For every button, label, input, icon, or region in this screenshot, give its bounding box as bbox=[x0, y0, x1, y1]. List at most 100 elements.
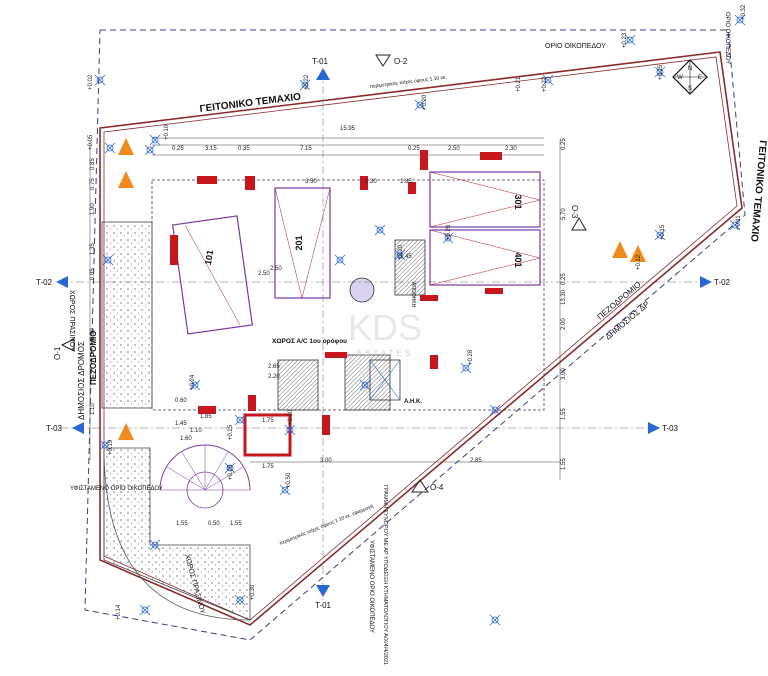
survey-point-13 bbox=[336, 256, 344, 264]
survey-point-24 bbox=[141, 606, 149, 614]
compass-n: N bbox=[688, 66, 692, 72]
dimension-top-total: 15.95 bbox=[340, 126, 356, 132]
survey-point-18 bbox=[462, 364, 470, 372]
level-reading-9: +0.11 bbox=[736, 215, 742, 230]
survey-point-0 bbox=[96, 76, 104, 84]
survey-point-cross2-20 bbox=[284, 424, 296, 436]
dimension-misc-7: 1.55 bbox=[176, 521, 188, 527]
survey-point-cross2-6 bbox=[734, 14, 746, 26]
level-reading-13: +0.25 bbox=[228, 424, 234, 440]
sidewalk-left-label: ΠΕΖΟΔΡΟΜΙΟ bbox=[89, 331, 98, 385]
dimension-misc-14: 1.85 bbox=[200, 414, 212, 420]
compass-s: S bbox=[688, 86, 692, 92]
orient-o1: Ο-1 bbox=[53, 346, 62, 360]
survey-point-cross2-22 bbox=[279, 484, 291, 496]
dimension-misc-3: 2.20 bbox=[268, 374, 280, 380]
dimension-left-2: 1.90 bbox=[90, 203, 96, 215]
survey-point-19 bbox=[236, 416, 244, 424]
dimension-left-6: 1.10 bbox=[90, 403, 96, 415]
dimension-top-6: 2.30 bbox=[505, 146, 517, 152]
survey-point-5 bbox=[626, 36, 634, 44]
dimension-mid-1: 1.30 bbox=[365, 179, 377, 185]
survey-point-cross2-19 bbox=[234, 414, 246, 426]
red-wall-marks bbox=[170, 150, 503, 435]
survey-point-12 bbox=[104, 256, 112, 264]
level-reading-21: +0.26 bbox=[446, 224, 452, 240]
storage-wall-1 bbox=[394, 239, 426, 296]
public-road-left-label: ΔΗΜΟΣΙΟΣ ΔΡΟΜΟΣ bbox=[77, 341, 86, 420]
survey-point-6 bbox=[736, 16, 744, 24]
dimension-right-0: 0.25 bbox=[561, 138, 567, 150]
survey-point-cross2-28 bbox=[489, 614, 501, 626]
room-401-number: 401 bbox=[513, 252, 523, 267]
dimension-misc-9: 1.55 bbox=[230, 521, 242, 527]
survey-point-cross2-0 bbox=[94, 74, 106, 86]
dimension-misc-10: 3.00 bbox=[320, 458, 332, 464]
stair-room bbox=[243, 413, 292, 457]
compass-w: W bbox=[677, 75, 683, 81]
survey-point-cross2-18 bbox=[460, 362, 472, 374]
survey-point-cross2-14 bbox=[394, 249, 406, 261]
level-reading-12: +0.24 bbox=[190, 374, 196, 390]
survey-point-7 bbox=[106, 144, 114, 152]
survey-point-10 bbox=[656, 231, 664, 239]
ahk-label: Α.Η.Κ. bbox=[404, 399, 422, 405]
section-t02-left: T-02 bbox=[36, 278, 53, 287]
level-reading-8: +0.05 bbox=[88, 134, 94, 150]
compass-e: E bbox=[698, 75, 702, 81]
room-201-number: 201 bbox=[294, 235, 304, 250]
existing-limit-left-label: ΥΦΙΣΤΑΜΕΝΟ ΟΡΙΟ ΟΙΚΟΠΕΔΟΥ bbox=[70, 486, 163, 492]
survey-point-cross2-7 bbox=[104, 142, 116, 154]
level-reading-14: +0.28 bbox=[468, 349, 474, 365]
survey-point-23 bbox=[236, 596, 244, 604]
dimension-top-4: 0.25 bbox=[408, 146, 420, 152]
survey-point-cross2-26 bbox=[99, 439, 111, 451]
level-reading-23: +0.10 bbox=[164, 124, 170, 140]
dimension-misc-12: 1.45 bbox=[175, 421, 187, 427]
survey-point-cross2-15 bbox=[442, 232, 454, 244]
dimension-left-5: 6.50 bbox=[90, 328, 96, 340]
level-reading-3: +0.21 bbox=[516, 76, 522, 92]
level-reading-10: +0.15 bbox=[660, 224, 666, 240]
survey-point-cross2-21 bbox=[224, 462, 236, 474]
dimension-left-1: 0.75 bbox=[90, 178, 96, 190]
survey-points bbox=[94, 14, 746, 626]
dimension-misc-13: 0.60 bbox=[175, 398, 187, 404]
level-reading-1: +0.22 bbox=[304, 74, 310, 90]
plot-limit-top-label: ΟΡΙΟ ΟΙΚΟΠΕΔΟΥ bbox=[545, 43, 606, 50]
survey-point-cross2-27 bbox=[489, 404, 501, 416]
round-tank bbox=[349, 277, 375, 303]
level-reading-17: +0.50 bbox=[286, 472, 292, 488]
survey-point-25 bbox=[151, 541, 159, 549]
compass-rose bbox=[672, 59, 708, 95]
survey-point-cross2-1 bbox=[299, 79, 311, 91]
neighbor-plot-top-label: ΓΕΙΤΟΝΙΚΟ ΤΕΜΑΧΙΟ bbox=[199, 92, 302, 115]
survey-point-16 bbox=[191, 381, 199, 389]
level-reading-5: +0.25 bbox=[658, 64, 664, 80]
level-reading-4: +0.22 bbox=[542, 76, 548, 92]
survey-point-cross2-29 bbox=[374, 224, 386, 236]
section-t01-top: T-01 bbox=[312, 57, 329, 66]
storage-label: ΑΠΟΘΗΚΗ bbox=[410, 282, 416, 308]
ac-space-label: ΧΩΡΟΣ Α/C 1ου ορόφου bbox=[272, 338, 347, 345]
survey-point-11 bbox=[146, 146, 154, 154]
dimension-misc-15: 1.10 bbox=[190, 428, 202, 434]
survey-point-3 bbox=[544, 76, 552, 84]
section-markers bbox=[56, 68, 712, 597]
dimension-top-2: 0.35 bbox=[238, 146, 250, 152]
level-reading-15: +0.30 bbox=[288, 409, 294, 425]
room-101-number: 101 bbox=[203, 249, 215, 266]
survey-point-21 bbox=[226, 464, 234, 472]
level-reading-16: +0.25 bbox=[228, 464, 234, 480]
existing-plot-boundary bbox=[84, 29, 746, 641]
level-reading-6: +0.23 bbox=[622, 32, 628, 48]
survey-point-cross2-11 bbox=[144, 144, 156, 156]
section-t01-bottom: T-01 bbox=[315, 601, 332, 610]
dimension-mid-0: 3.50 bbox=[305, 179, 317, 185]
level-reading-2: +0.20 bbox=[422, 94, 428, 110]
orient-o3: Ο-3 bbox=[570, 205, 579, 219]
survey-point-20 bbox=[286, 426, 294, 434]
level-reading-11: +0.12 bbox=[636, 254, 642, 270]
survey-point-4 bbox=[656, 68, 664, 76]
level-reading-19: +0.14 bbox=[116, 604, 122, 620]
